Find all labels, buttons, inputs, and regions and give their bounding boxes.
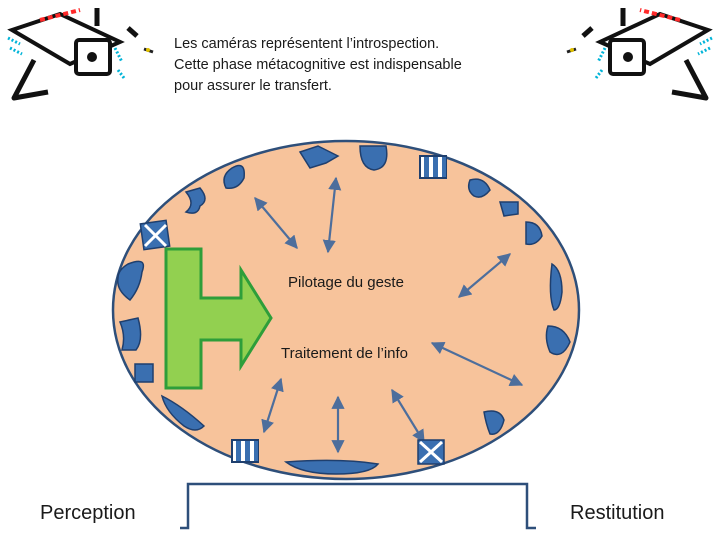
camera-left-icon [7, 8, 154, 101]
blob-shape [223, 164, 245, 190]
cross-flag-right-icon [417, 439, 445, 465]
arrows-group [254, 176, 524, 454]
green-input-arrow [164, 247, 273, 390]
arrow-upper-left [254, 196, 298, 250]
blob-shape [134, 363, 154, 383]
caption-line: pour assurer le transfert. [174, 78, 332, 94]
blob-shape [467, 178, 491, 198]
arrow-right [457, 253, 512, 298]
blob-shapes [117, 145, 571, 475]
blob-shape [160, 394, 206, 431]
blob-shape [499, 201, 519, 217]
blob-shape [359, 145, 388, 171]
arrow-lower-left [261, 377, 284, 434]
blob-shape [525, 221, 543, 246]
caption-line: Cette phase métacognitive est indispensa… [174, 57, 462, 73]
blob-shape [545, 325, 571, 356]
blob-shape [298, 145, 340, 169]
label-perception: Perception [40, 502, 136, 524]
caption-line: Les caméras représentent l’introspection… [174, 36, 440, 52]
arrow-lower-right [430, 342, 524, 386]
brain-oval [111, 139, 581, 481]
label-pilotage: Pilotage du geste [288, 274, 404, 291]
caption-text: Les caméras représentent l’introspection… [174, 34, 462, 97]
blob-shape [117, 260, 145, 302]
blob-shape [549, 262, 563, 311]
blob-shape [184, 187, 206, 214]
camera-right-icon [566, 8, 713, 101]
arrow-lower-right-inner [391, 388, 425, 444]
arrow-upper-center [322, 176, 342, 254]
blob-shape [118, 317, 142, 351]
label-restitution: Restitution [570, 502, 665, 524]
striped-box-top-icon [419, 155, 447, 179]
cross-flag-left-icon [139, 219, 171, 251]
blob-shape [483, 410, 505, 435]
striped-box-bottom-icon [231, 439, 259, 463]
platform-outline [180, 482, 536, 530]
blob-shape [283, 459, 380, 475]
label-traitement: Traitement de l’info [281, 345, 409, 362]
